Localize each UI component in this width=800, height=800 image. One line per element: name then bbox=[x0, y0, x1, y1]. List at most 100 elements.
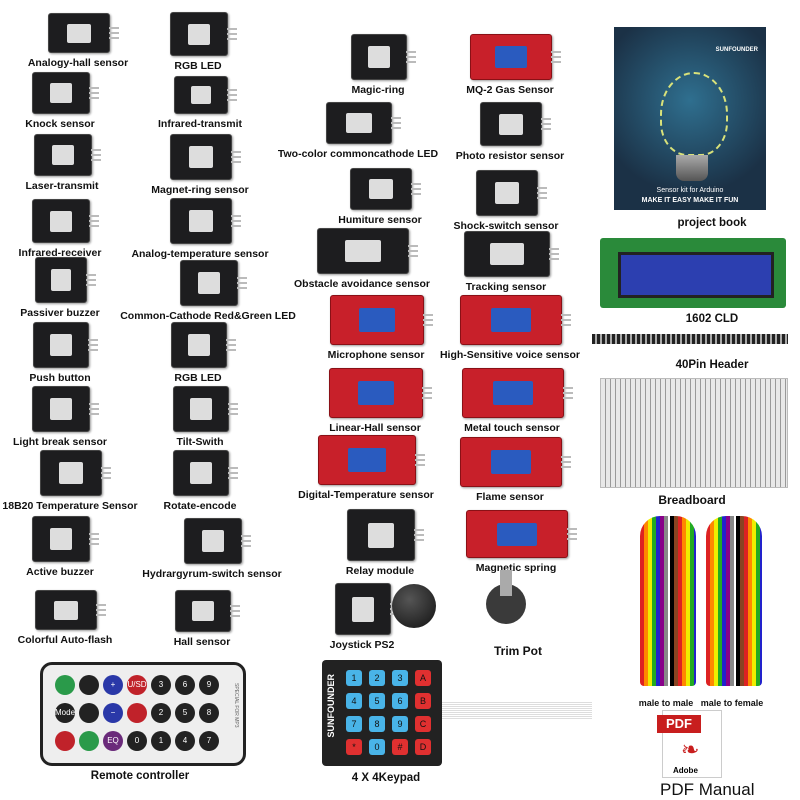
pdf-badge: PDF bbox=[657, 715, 701, 733]
book-subtitle: Sensor kit for Arduino bbox=[656, 187, 724, 194]
keypad-ribbon-cable bbox=[442, 702, 592, 720]
sensor-chip bbox=[347, 448, 387, 472]
sensor-chip bbox=[368, 46, 390, 68]
sensor-chip bbox=[51, 269, 71, 291]
sensor-chip bbox=[495, 46, 527, 68]
header-pin bbox=[561, 319, 571, 321]
component-label: Shock-switch sensor bbox=[453, 220, 559, 232]
keypad-key: 8 bbox=[369, 716, 385, 732]
trim-pot bbox=[486, 570, 526, 624]
sensor-chip bbox=[190, 86, 212, 104]
header-pin bbox=[537, 197, 547, 199]
header-pin bbox=[96, 604, 106, 606]
header-pin bbox=[227, 99, 237, 101]
header-pin bbox=[563, 397, 573, 399]
header-pin bbox=[88, 339, 98, 341]
component-label: Laser-transmit bbox=[25, 180, 99, 192]
sensor-chip bbox=[197, 272, 221, 294]
header-pin bbox=[89, 543, 99, 545]
male-to-male-label: male to male bbox=[638, 698, 694, 708]
header-pin bbox=[86, 279, 96, 281]
header-pin bbox=[551, 51, 561, 53]
project-book-label: project book bbox=[677, 217, 747, 229]
pin-header-label: 40Pin Header bbox=[675, 359, 749, 371]
header-pin bbox=[89, 215, 99, 217]
header-pin bbox=[411, 183, 421, 185]
book-slogan: MAKE IT EASY MAKE IT FUN bbox=[641, 197, 739, 204]
header-pin bbox=[89, 408, 99, 410]
sensor-chip bbox=[369, 179, 393, 199]
header-pin bbox=[230, 605, 240, 607]
sensor-chip bbox=[493, 381, 533, 405]
sensor-module-board bbox=[326, 102, 401, 144]
component-label: Tracking sensor bbox=[465, 281, 547, 293]
header-pin bbox=[423, 319, 433, 321]
component-label: 18B20 Temperature Sensor bbox=[2, 500, 138, 512]
header-pin bbox=[226, 349, 236, 351]
sensor-module-board bbox=[318, 435, 425, 485]
header-pin bbox=[228, 413, 238, 415]
remote-button bbox=[127, 703, 147, 723]
header-pin bbox=[541, 128, 551, 130]
component-label: Flame sensor bbox=[476, 491, 544, 503]
lightbulb-illustration bbox=[660, 72, 728, 156]
header-pin bbox=[91, 149, 101, 151]
sensor-chip bbox=[49, 528, 73, 550]
header-pin bbox=[228, 467, 238, 469]
component-label: Knock sensor bbox=[25, 118, 95, 130]
sensor-module-board bbox=[330, 295, 433, 345]
header-pin bbox=[391, 122, 401, 124]
sensor-module-board bbox=[184, 518, 251, 564]
joystick-cap bbox=[392, 584, 436, 628]
sensor-module-board bbox=[173, 450, 238, 496]
component-label: Relay module bbox=[345, 565, 415, 577]
component-label: MQ-2 Gas Sensor bbox=[466, 84, 554, 96]
sensor-module-board bbox=[174, 76, 237, 114]
component-label: Joystick PS2 bbox=[329, 639, 395, 651]
header-pin bbox=[109, 27, 119, 29]
header-pin bbox=[406, 56, 416, 58]
header-pin bbox=[414, 534, 424, 536]
component-label: Analogy-hall sensor bbox=[27, 57, 129, 69]
pdf-document-icon: PDF ❧ Adobe bbox=[657, 710, 722, 778]
remote-button: Mode bbox=[55, 703, 75, 723]
header-pin bbox=[91, 159, 101, 161]
male-to-female-label: male to female bbox=[700, 698, 764, 708]
sensor-module-board bbox=[35, 590, 106, 630]
component-label: Push button bbox=[29, 372, 91, 384]
header-pin bbox=[89, 538, 99, 540]
remote-button bbox=[55, 731, 75, 751]
component-label: Linear-Hall sensor bbox=[329, 422, 421, 434]
header-pin bbox=[537, 192, 547, 194]
header-pin bbox=[227, 94, 237, 96]
keypad-key: 6 bbox=[392, 693, 408, 709]
sensor-chip bbox=[367, 522, 395, 548]
header-pin bbox=[89, 413, 99, 415]
component-label: Rotate-encode bbox=[163, 500, 237, 512]
remote-button: U/SD bbox=[127, 675, 147, 695]
sensor-chip bbox=[49, 210, 73, 232]
header-pin bbox=[89, 225, 99, 227]
keypad-key: 5 bbox=[369, 693, 385, 709]
header-pin bbox=[241, 545, 251, 547]
sensor-module-board bbox=[466, 510, 577, 558]
header-pin bbox=[415, 459, 425, 461]
sensor-module-board bbox=[170, 134, 241, 180]
sensor-chip bbox=[190, 398, 212, 420]
component-label: Magic-ring bbox=[351, 84, 405, 96]
remote-button: 5 bbox=[175, 703, 195, 723]
header-pin bbox=[89, 87, 99, 89]
sensor-chip bbox=[50, 334, 72, 356]
breadboard bbox=[600, 378, 788, 488]
header-pin bbox=[86, 284, 96, 286]
remote-button: EQ bbox=[103, 731, 123, 751]
header-pin bbox=[231, 151, 241, 153]
component-label: Infrared-transmit bbox=[157, 118, 243, 130]
sensor-chip bbox=[491, 450, 531, 474]
component-label: Light break sensor bbox=[13, 436, 107, 448]
adobe-logo-icon: ❧ bbox=[681, 737, 700, 762]
sensor-module-board bbox=[476, 170, 547, 216]
sensor-module-board bbox=[173, 386, 238, 432]
header-pin bbox=[551, 61, 561, 63]
header-pin bbox=[230, 615, 240, 617]
